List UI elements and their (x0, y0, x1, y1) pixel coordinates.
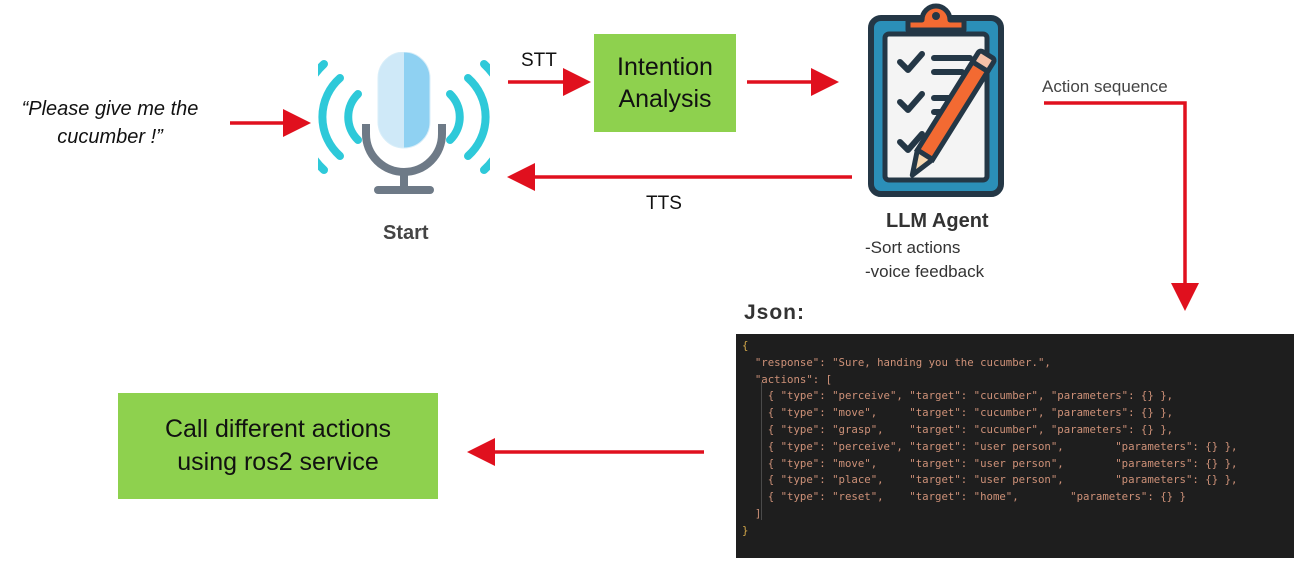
code-line: } (742, 523, 749, 537)
code-line: { "type": "place", "target": "user perso… (742, 473, 1238, 487)
user-voice-command: “Please give me the cucumber !” (4, 95, 216, 151)
intention-analysis-box: Intention Analysis (594, 34, 736, 132)
call-actions-box: Call different actions using ros2 servic… (118, 393, 438, 499)
stt-label: STT (521, 50, 557, 71)
code-line: { "type": "grasp", "target": "cucumber",… (742, 422, 1174, 436)
intention-analysis-line2: Analysis (618, 85, 712, 113)
intention-analysis-line1: Intention (617, 53, 713, 81)
code-line: { "type": "reset", "target": "home", "pa… (742, 490, 1186, 504)
llm-agent-bullet-sort: -Sort actions (865, 238, 961, 257)
microphone-icon (318, 52, 490, 194)
code-line: { (742, 339, 749, 352)
code-line: { "type": "move", "target": "user person… (742, 456, 1238, 470)
llm-agent-bullet-voice: -voice feedback (865, 262, 985, 281)
indent-guide (761, 382, 762, 520)
json-code-panel: { "response": "Sure, handing you the cuc… (736, 334, 1294, 558)
code-line: "response": "Sure, handing you the cucum… (742, 355, 1051, 369)
arrow-action-sequence (1044, 101, 1199, 311)
user-voice-command-text: “Please give me the cucumber !” (21, 98, 199, 148)
clipboard-checklist-icon (868, 3, 1004, 197)
call-actions-line1: Call different actions (164, 415, 392, 443)
llm-agent-title: LLM Agent (886, 210, 989, 232)
code-line: ] (742, 506, 762, 520)
code-line: { "type": "move", "target": "cucumber", … (742, 406, 1174, 420)
json-title: Json: (744, 301, 806, 324)
code-line: { "type": "perceive", "target": "cucumbe… (742, 389, 1174, 403)
code-line: { "type": "perceive", "target": "user pe… (742, 439, 1238, 453)
start-label: Start (383, 222, 429, 244)
action-sequence-label: Action sequence (1042, 77, 1168, 96)
code-line: "actions": [ (742, 372, 833, 386)
tts-label: TTS (646, 193, 682, 214)
call-actions-line2: using ros2 service (177, 448, 379, 476)
